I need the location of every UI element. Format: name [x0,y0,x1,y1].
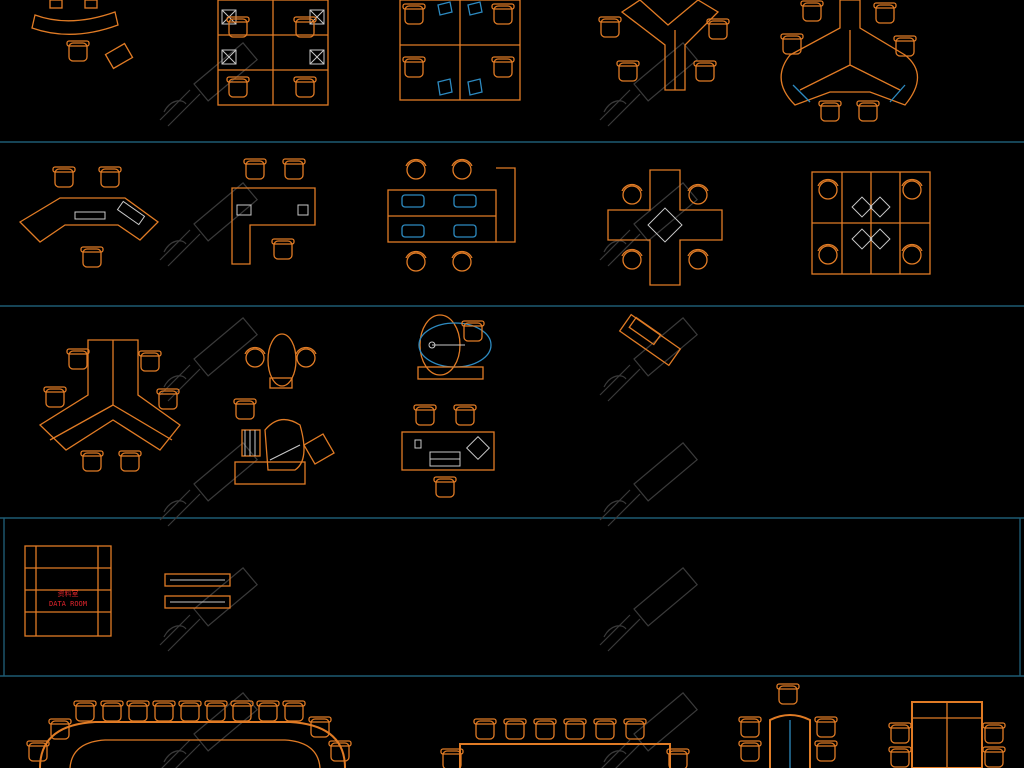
workstation-cross-4 [607,169,723,286]
workstation-4x2 [217,0,329,106]
l-desk-manager [231,158,316,265]
data-room-shelving: 资料室 DATA ROOM [24,545,112,637]
manager-desk-cluster [233,398,335,485]
executive-desk-ellipse [417,314,492,380]
data-room-label-cn: 资料室 [58,589,79,598]
workstation-grid-4 [811,171,931,275]
workstation-4-blue [387,158,516,272]
desk-angled-small [618,313,682,367]
conference-table-long [440,718,690,768]
workstation-y-large [38,339,181,472]
workstation-y-shape-3 [598,0,730,91]
workstation-quad-blue [399,0,521,101]
data-room-label-en: DATA ROOM [49,600,87,608]
desk-with-keyboard [401,404,495,498]
reception-desk-angled [18,166,159,268]
section-dividers [0,141,1024,677]
round-table-small [244,333,317,389]
workstation-round-3 [780,0,918,122]
meeting-table-rect [888,701,1006,768]
executive-desk-curved [31,0,134,70]
conference-table-oval [26,700,352,768]
meeting-table-boat [738,683,838,768]
filing-cabinets [164,573,231,609]
